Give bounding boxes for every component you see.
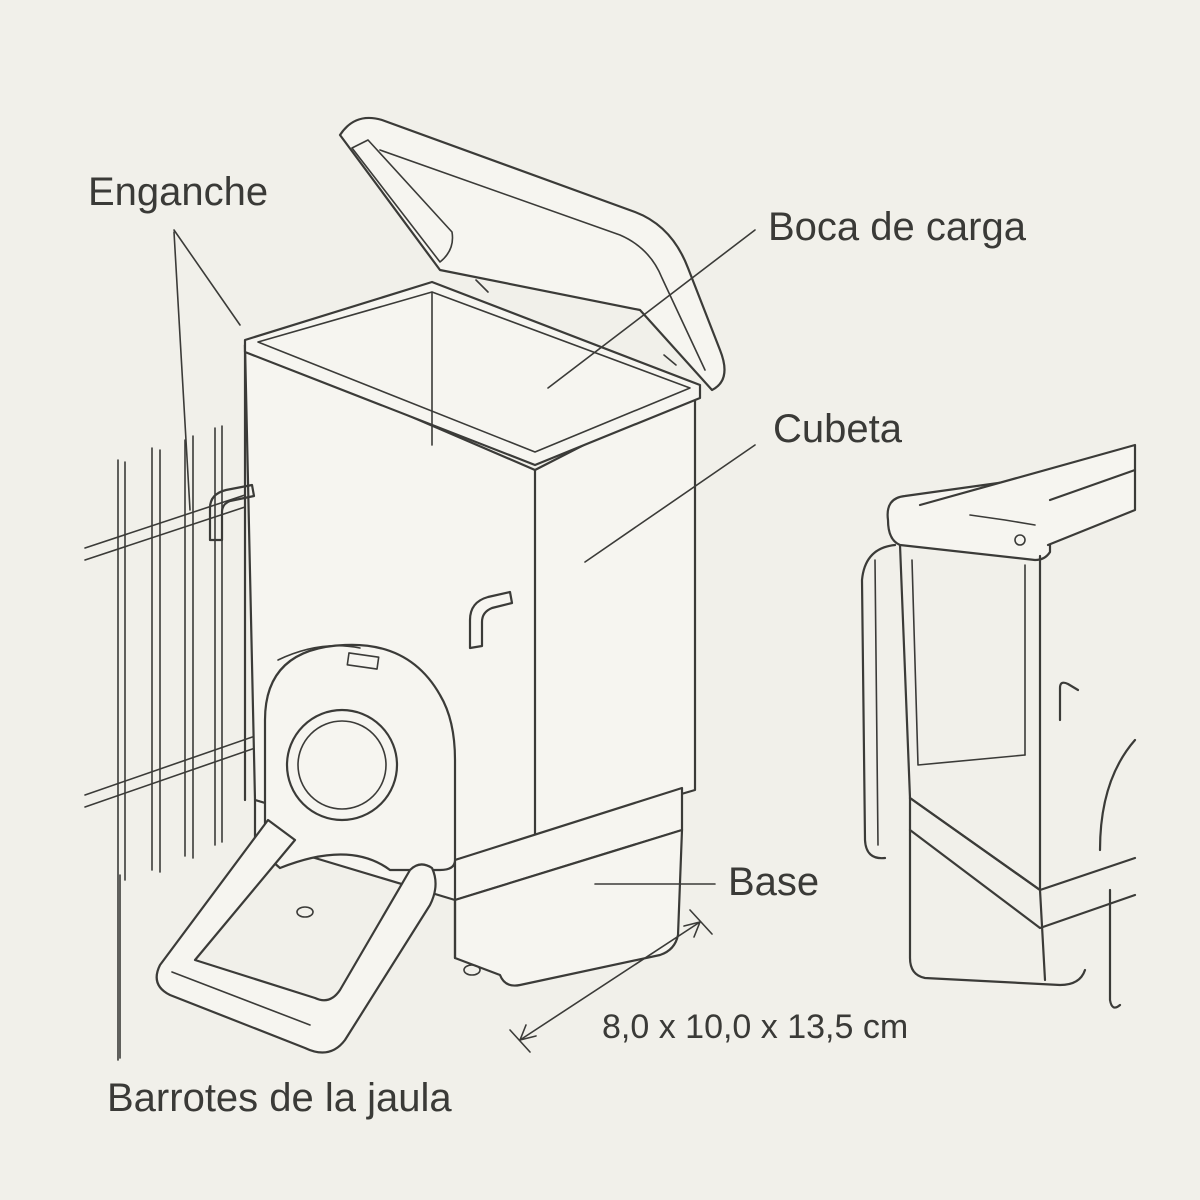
mouth-label: Boca de carga bbox=[768, 205, 1026, 249]
bars-label: Barrotes de la jaula bbox=[107, 1076, 452, 1120]
dimension-arrow bbox=[509, 909, 713, 1053]
lid bbox=[338, 116, 726, 392]
bucket-leader bbox=[584, 444, 756, 563]
cage-bars bbox=[84, 425, 259, 1061]
dispenser bbox=[155, 643, 457, 1054]
hook-leader-a bbox=[173, 229, 241, 326]
cutaway-view bbox=[860, 443, 1137, 1009]
hook-leader-b bbox=[173, 231, 191, 511]
callout-lines bbox=[119, 229, 756, 1059]
dimensions-label: 8,0 x 10,0 x 13,5 cm bbox=[602, 1008, 909, 1046]
mouth-leader bbox=[547, 229, 756, 389]
bucket-label: Cubeta bbox=[773, 407, 902, 451]
hook-label: Enganche bbox=[88, 170, 269, 214]
base-label: Base bbox=[728, 860, 820, 904]
cage-hooks bbox=[208, 483, 256, 542]
